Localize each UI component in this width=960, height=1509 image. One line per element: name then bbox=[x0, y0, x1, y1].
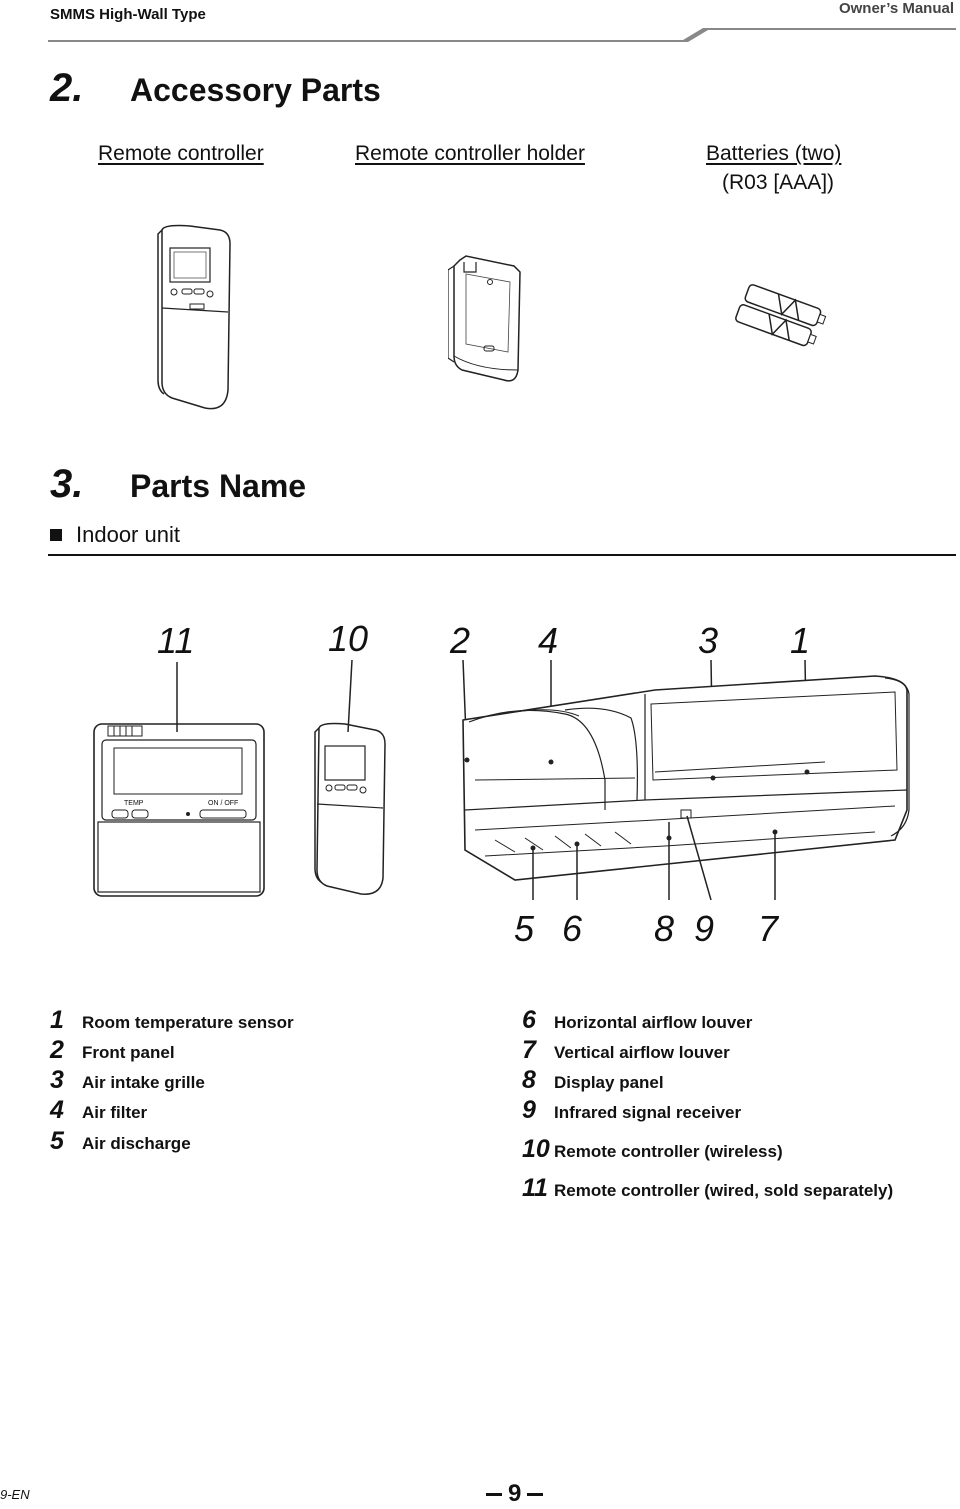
legend-number: 1 bbox=[50, 1006, 64, 1034]
legend-number: 6 bbox=[522, 1006, 536, 1034]
section-2-title: Accessory Parts bbox=[130, 72, 381, 108]
wireless-remote-illustration bbox=[314, 722, 386, 895]
legend-number: 5 bbox=[50, 1127, 64, 1155]
legend-label: Horizontal airflow louver bbox=[554, 1013, 753, 1032]
legend-label: Display panel bbox=[554, 1073, 664, 1092]
section-3-title: Parts Name bbox=[130, 468, 307, 504]
header-rule bbox=[48, 28, 956, 42]
callout-9: 9 bbox=[694, 908, 715, 949]
wired-remote-illustration bbox=[93, 723, 265, 897]
legend-label: Infrared signal receiver bbox=[554, 1103, 742, 1122]
legend-label: Remote controller (wireless) bbox=[554, 1142, 783, 1161]
legend-item: 9 Infrared signal receiver bbox=[522, 1096, 741, 1125]
dash-left bbox=[486, 1492, 502, 1496]
legend-item: 4 Air filter bbox=[50, 1096, 147, 1125]
legend-number: 4 bbox=[50, 1096, 64, 1124]
legend-label: Vertical airflow louver bbox=[554, 1043, 730, 1062]
legend-item: 6 Horizontal airflow louver bbox=[522, 1006, 752, 1035]
legend-label: Front panel bbox=[82, 1043, 175, 1062]
legend-number: 11 bbox=[522, 1174, 548, 1202]
bullet-square-icon bbox=[50, 529, 62, 541]
accessory-remote-holder: Remote controller holder bbox=[355, 142, 585, 165]
batteries-illustration bbox=[735, 284, 827, 347]
callout-8: 8 bbox=[654, 908, 675, 949]
legend-number: 8 bbox=[522, 1066, 536, 1094]
legend-number: 2 bbox=[50, 1036, 64, 1064]
accessory-remote-controller: Remote controller bbox=[98, 142, 264, 165]
callout-7: 7 bbox=[758, 908, 779, 949]
wired-remote-temp-label: TEMP bbox=[124, 800, 144, 807]
legend-item: 8 Display panel bbox=[522, 1066, 664, 1095]
callout-5: 5 bbox=[514, 908, 535, 949]
legend-item: 7 Vertical airflow louver bbox=[522, 1036, 730, 1065]
legend-item: 10 Remote controller (wireless) bbox=[522, 1135, 783, 1164]
legend-label: Remote controller (wired, sold separatel… bbox=[554, 1181, 894, 1200]
callout-6: 6 bbox=[562, 908, 583, 949]
legend-label: Air discharge bbox=[82, 1134, 191, 1153]
section-3-number: 3. bbox=[50, 462, 84, 506]
dash-right bbox=[527, 1492, 544, 1496]
header-title: SMMS High-Wall Type bbox=[50, 6, 206, 23]
legend-item: 11 Remote controller (wired, sold separa… bbox=[522, 1174, 893, 1203]
callout-10: 10 bbox=[328, 618, 369, 659]
legend-label: Air intake grille bbox=[82, 1073, 205, 1092]
indoor-unit-label: Indoor unit bbox=[76, 522, 180, 547]
wired-remote-onoff-label: ON / OFF bbox=[208, 800, 239, 807]
accessory-batteries: Batteries (two) bbox=[706, 142, 842, 165]
footer-page-number: 9 bbox=[486, 1480, 544, 1508]
legend-number: 9 bbox=[522, 1096, 536, 1124]
callout-1: 1 bbox=[790, 620, 811, 661]
legend-number: 10 bbox=[522, 1135, 550, 1163]
legend-label: Air filter bbox=[82, 1103, 148, 1122]
remote-holder-illustration bbox=[448, 255, 521, 382]
legend-number: 3 bbox=[50, 1066, 64, 1094]
callout-2: 2 bbox=[450, 620, 471, 661]
legend-item: 2 Front panel bbox=[50, 1036, 175, 1065]
page-number: 9 bbox=[508, 1480, 522, 1507]
section-2-number: 2. bbox=[50, 66, 84, 110]
legend-number: 7 bbox=[522, 1036, 536, 1064]
legend-item: 1 Room temperature sensor bbox=[50, 1006, 294, 1035]
leader-11 bbox=[176, 662, 178, 732]
leader-10 bbox=[347, 660, 353, 732]
header-manual: Owner’s Manual bbox=[838, 0, 954, 17]
indoor-unit-illustration bbox=[462, 660, 910, 900]
legend-label: Room temperature sensor bbox=[82, 1013, 294, 1032]
accessory-batteries-type: (R03 [AAA]) bbox=[722, 171, 835, 194]
footer-page-code: 9-EN bbox=[0, 1487, 30, 1502]
indoor-unit-heading: Indoor unit bbox=[50, 522, 180, 548]
callout-4: 4 bbox=[538, 620, 559, 661]
remote-controller-illustration bbox=[157, 224, 231, 410]
legend-item: 3 Air intake grille bbox=[50, 1066, 205, 1095]
section-rule bbox=[48, 554, 956, 556]
callout-11: 11 bbox=[157, 620, 195, 661]
legend-item: 5 Air discharge bbox=[50, 1127, 191, 1156]
callout-3: 3 bbox=[698, 620, 719, 661]
